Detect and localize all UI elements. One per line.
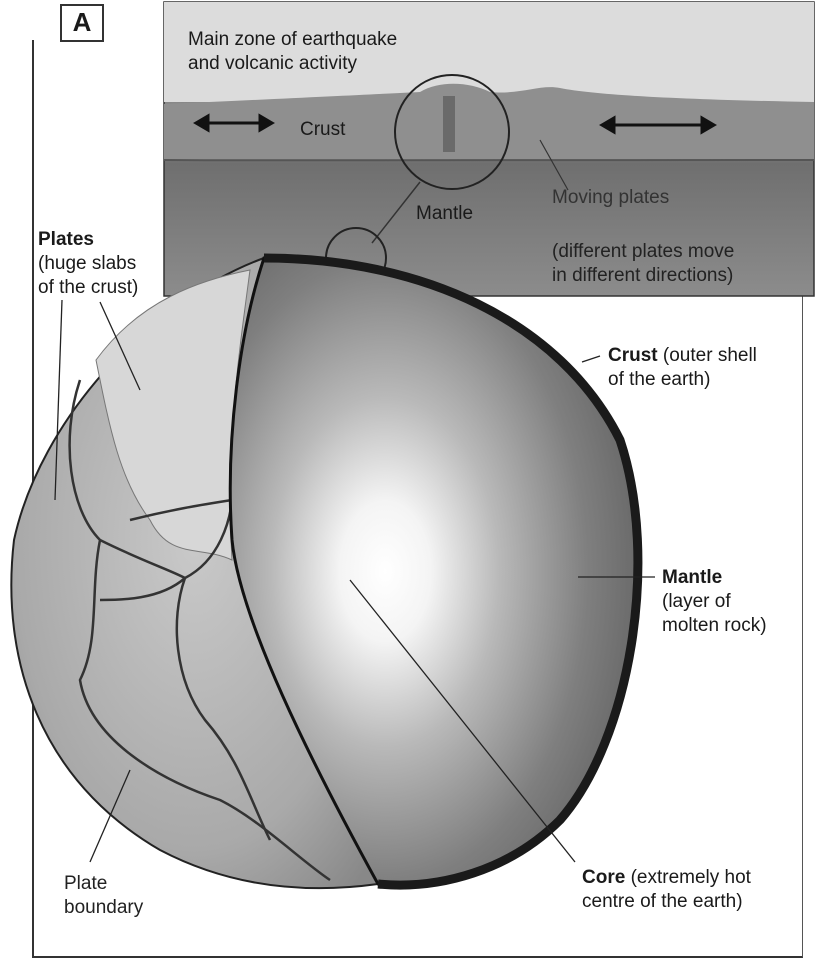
directions-line1: (different plates move — [552, 240, 734, 264]
crust-desc-line2: of the earth) — [608, 368, 710, 392]
directions-line2: in different directions) — [552, 264, 733, 288]
inset-crust-label: Crust — [300, 118, 345, 142]
zone-label-line1: Main zone of earthquake — [188, 28, 397, 52]
boundary-label-line1: Plate — [64, 872, 107, 896]
core-desc-line1: (extremely hot — [631, 867, 751, 888]
moving-plates-label: Moving plates — [552, 186, 669, 210]
crust-desc-line1: (outer shell — [663, 345, 757, 366]
core-desc-line2: centre of the earth) — [582, 890, 743, 914]
mantle-label: Mantle — [662, 566, 722, 590]
core-title: Core — [582, 867, 625, 888]
boundary-label-line2: boundary — [64, 896, 143, 920]
plates-desc-line1: (huge slabs — [38, 252, 136, 276]
inset-mantle-label: Mantle — [416, 202, 473, 226]
crust-label: Crust (outer shell — [608, 344, 757, 368]
crust-title: Crust — [608, 345, 658, 366]
plates-label: Plates — [38, 228, 94, 252]
mantle-title: Mantle — [662, 567, 722, 588]
core-label: Core (extremely hot — [582, 866, 751, 890]
mantle-desc-line2: molten rock) — [662, 614, 767, 638]
zone-label-line2: and volcanic activity — [188, 52, 357, 76]
mantle-desc-line1: (layer of — [662, 590, 731, 614]
plates-title: Plates — [38, 229, 94, 250]
plates-desc-line2: of the crust) — [38, 276, 138, 300]
earth-globe — [11, 258, 638, 888]
